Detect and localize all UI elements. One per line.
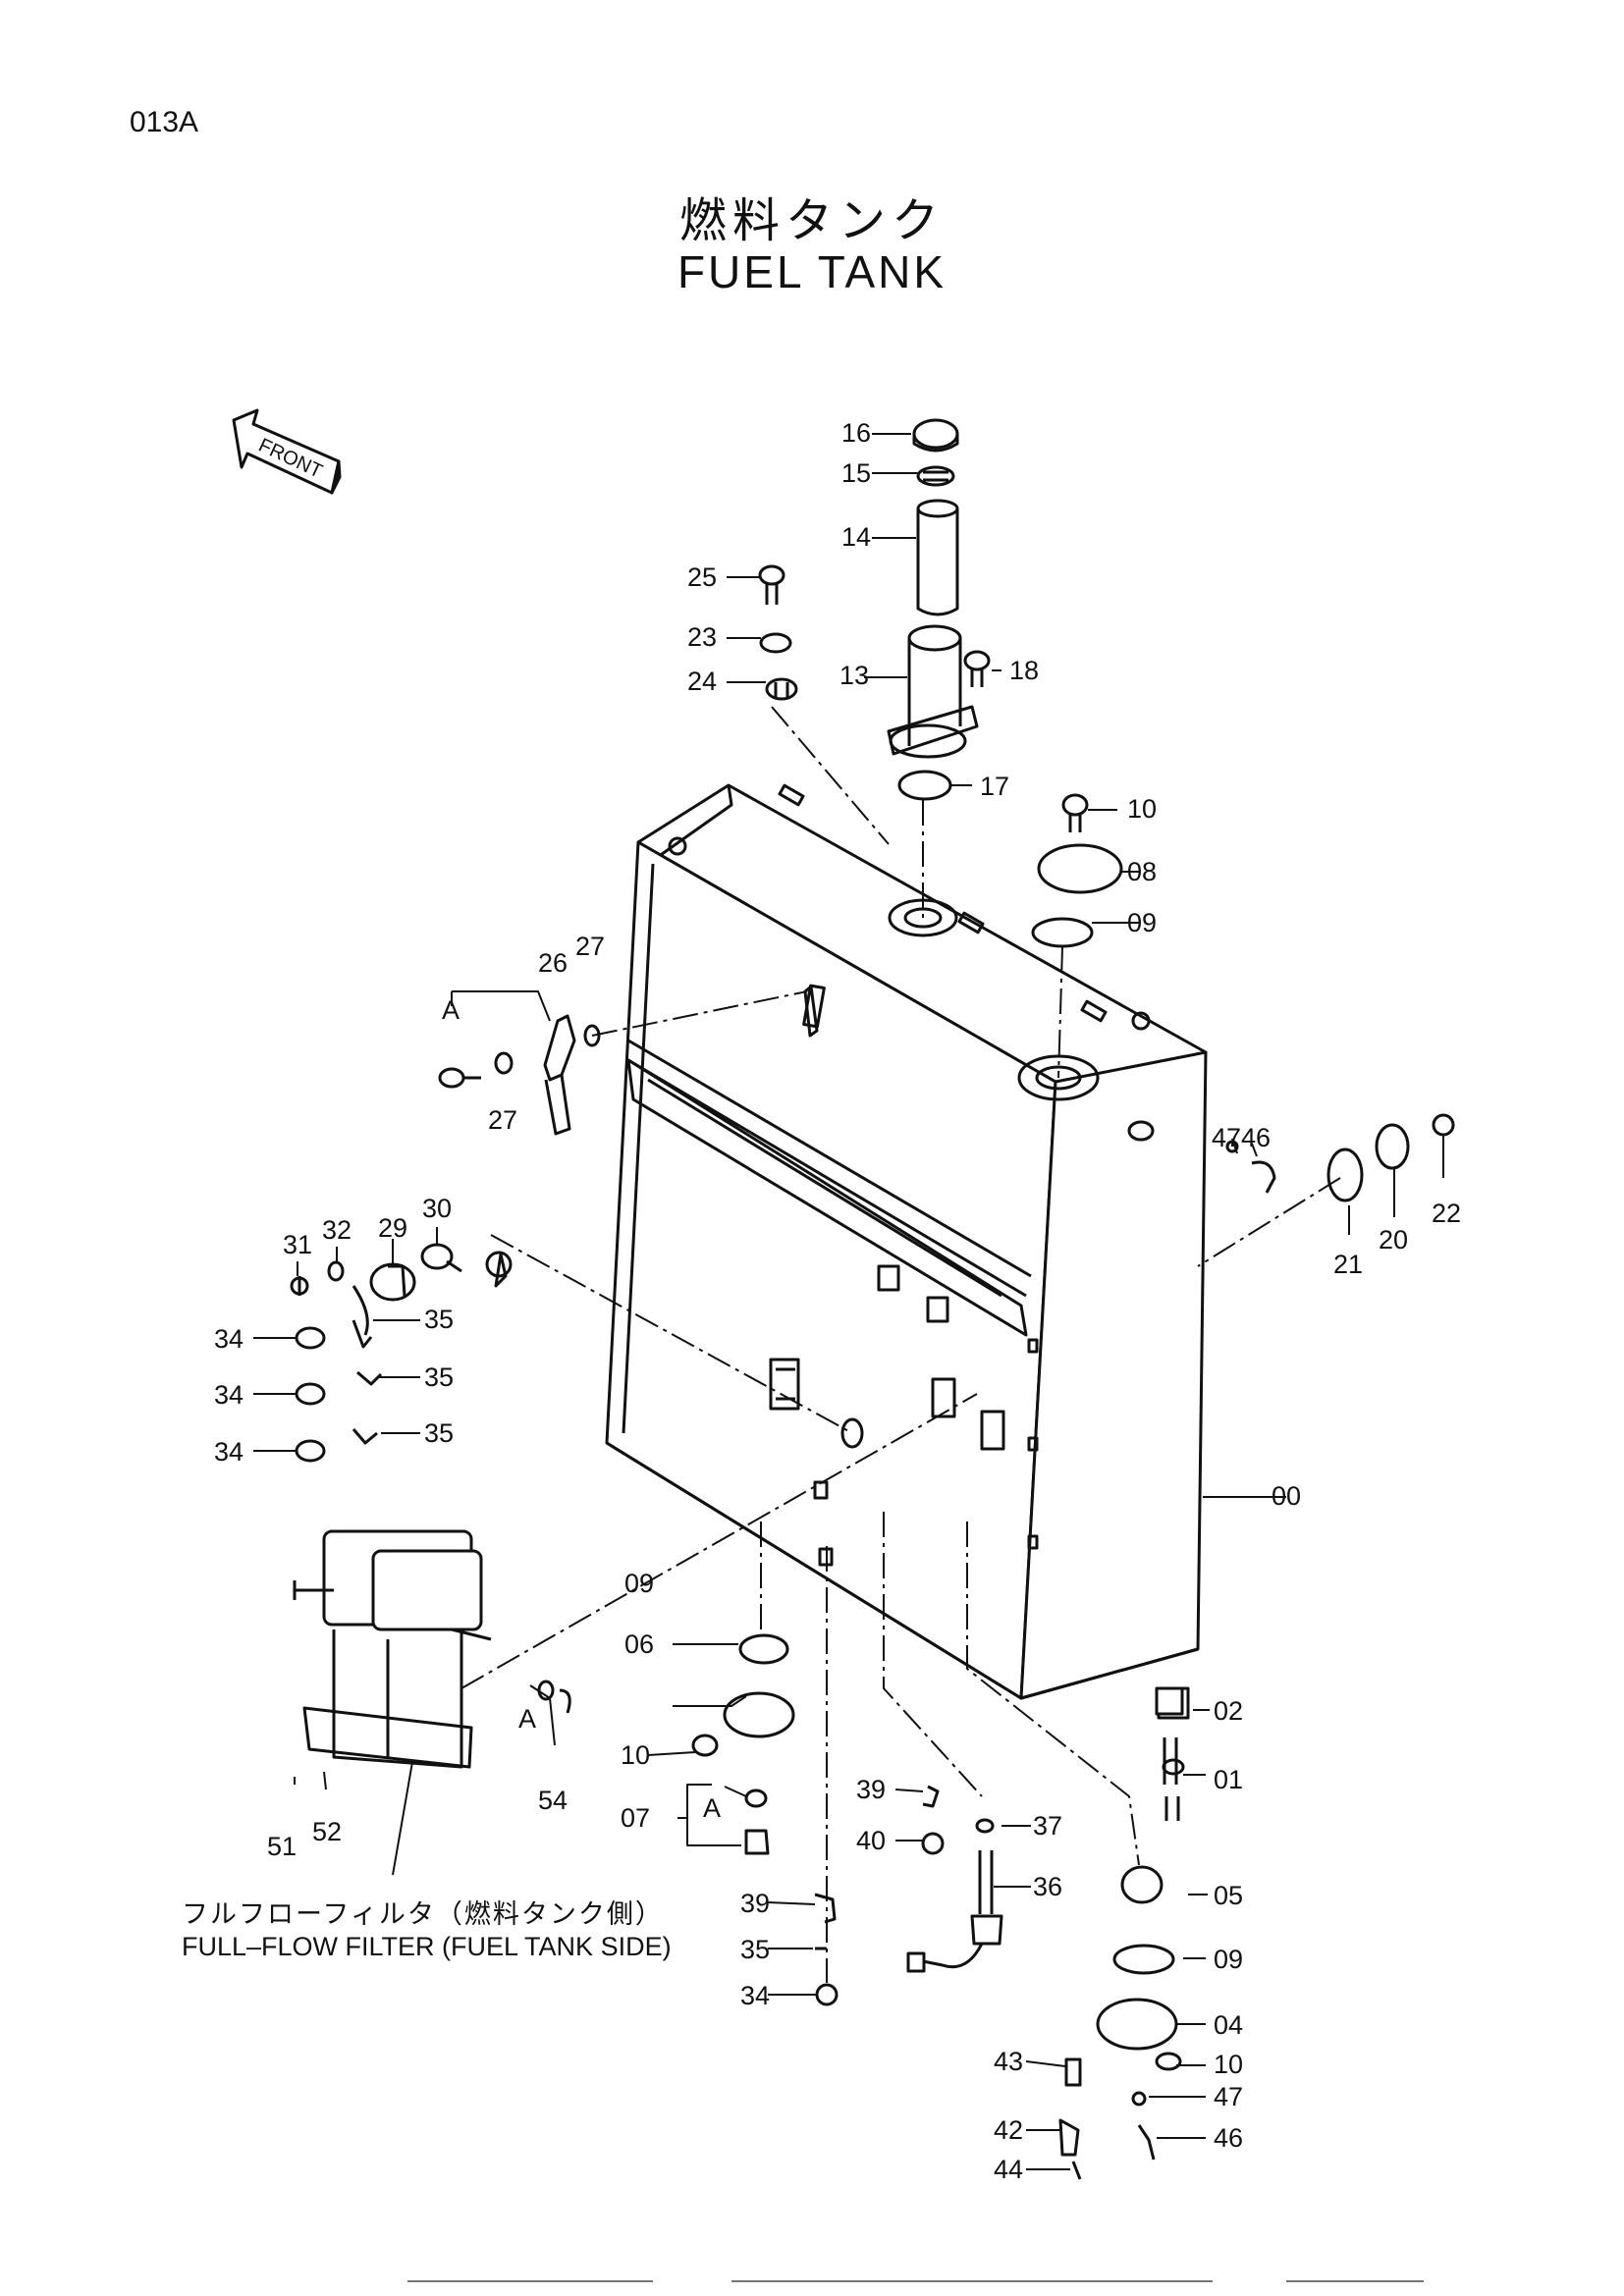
part-label: 52 <box>312 1817 342 1846</box>
part-label: 06 <box>624 1629 654 1659</box>
callout-marker: A <box>518 1704 536 1734</box>
part-label: 00 <box>1272 1481 1301 1511</box>
part-label: 34 <box>214 1437 244 1467</box>
part-label: 23 <box>687 622 717 652</box>
part-label: 21 <box>1333 1250 1363 1279</box>
part-label: 30 <box>422 1194 452 1223</box>
footer-rule <box>1286 2280 1424 2282</box>
part-label: 34 <box>214 1324 244 1354</box>
inspection-cover-top <box>1031 793 1123 948</box>
drain-assembly-left <box>691 1633 795 1855</box>
part-label: 13 <box>839 661 869 690</box>
part-label: 51 <box>267 1832 297 1861</box>
part-label: 54 <box>538 1786 568 1815</box>
part-label: 09 <box>1127 908 1157 937</box>
callout-marker: A <box>442 995 460 1025</box>
part-label: 27 <box>575 932 605 961</box>
part-label: 02 <box>1214 1696 1243 1726</box>
part-label: 31 <box>283 1230 312 1259</box>
part-label: 39 <box>740 1889 770 1918</box>
part-label: 08 <box>1127 857 1157 886</box>
part-label: 20 <box>1379 1225 1408 1255</box>
part-label: 26 <box>538 948 568 978</box>
part-label: 09 <box>624 1569 654 1598</box>
part-label: 34 <box>740 1981 770 2010</box>
part-label: 39 <box>856 1775 886 1804</box>
part-label: 29 <box>378 1213 407 1243</box>
filter-caption-english: FULL–FLOW FILTER (FUEL TANK SIDE) <box>182 1932 672 1961</box>
part-label: 32 <box>322 1215 352 1245</box>
part-label: 43 <box>994 2047 1023 2076</box>
part-label: 16 <box>841 418 871 448</box>
footer-rule <box>731 2280 1213 2282</box>
part-label: 42 <box>994 2115 1023 2145</box>
part-label: 34 <box>214 1380 244 1410</box>
part-label: 24 <box>687 667 717 696</box>
part-label: 10 <box>621 1740 650 1770</box>
part-label: 10 <box>1127 794 1157 824</box>
footer-rule <box>407 2280 653 2282</box>
part-label: 07 <box>621 1803 650 1833</box>
level-sensor-assembly <box>290 1243 513 1463</box>
part-label: 40 <box>856 1826 886 1855</box>
part-label: 37 <box>1033 1811 1062 1841</box>
title-english: FUEL TANK <box>677 246 947 297</box>
title-japanese: 燃料タンク <box>678 193 945 248</box>
part-label: 27 <box>488 1105 517 1135</box>
part-label: 22 <box>1432 1199 1461 1228</box>
part-label: 10 <box>1214 2050 1243 2079</box>
bracket-26 <box>438 985 819 1136</box>
assembly-centerlines <box>460 706 1341 1983</box>
part-label: 25 <box>687 562 717 592</box>
front-arrow-icon: FRONT <box>232 408 342 495</box>
part-label: 35 <box>424 1305 454 1334</box>
drain-assembly-right <box>1058 1686 1190 2180</box>
part-label: 46 <box>1214 2123 1243 2153</box>
callout-marker: A <box>703 1793 721 1823</box>
filler-cap-assembly <box>758 418 991 801</box>
part-number-labels: 00 01 02 04 05 06 07 08 09 09 09 09 10 1… <box>214 418 1461 2184</box>
page-id: 013A <box>130 106 199 138</box>
part-label: 35 <box>424 1418 454 1448</box>
part-label: 35 <box>740 1935 770 1964</box>
part-label: 05 <box>1214 1881 1243 1910</box>
part-label: 44 <box>994 2155 1023 2184</box>
part-label: 36 <box>1033 1872 1062 1901</box>
part-label: 17 <box>980 772 1009 801</box>
part-label: 14 <box>841 522 871 552</box>
sender-assembly <box>814 1785 1003 2006</box>
filter-caption-japanese: フルフローフィルタ（燃料タンク側） <box>182 1899 664 1930</box>
part-label: 09 <box>1214 1945 1243 1974</box>
leader-lines <box>253 433 1444 2170</box>
fuel-tank-body <box>605 783 1208 1700</box>
part-label: 04 <box>1214 2010 1243 2040</box>
part-label: 15 <box>841 458 871 488</box>
part-label: 46 <box>1241 1123 1271 1152</box>
part-label: 01 <box>1214 1765 1243 1794</box>
part-label: 47 <box>1214 2082 1243 2111</box>
part-label: 35 <box>424 1362 454 1392</box>
tank-foot <box>1155 1686 1184 1785</box>
part-label: 47 <box>1212 1123 1241 1152</box>
full-flow-filter <box>293 1529 571 1769</box>
part-label: 18 <box>1009 656 1039 685</box>
